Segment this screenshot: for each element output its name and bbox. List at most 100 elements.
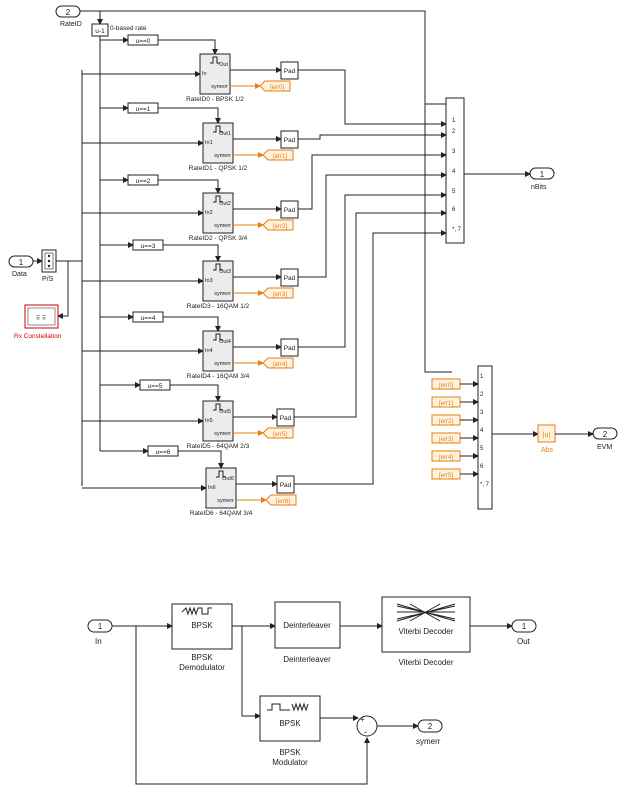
goto-tag-text-4: [err4] [273, 362, 287, 368]
subsystem-out-label-1: Out1 [219, 131, 231, 137]
subsystem-err-label-2: symerr [214, 223, 231, 229]
from-tag-1[interactable]: [err1] [431, 396, 461, 408]
subsystem-name-3: RateID3 - 16QAM 1/2 [187, 303, 250, 310]
svg-text:⠿ ⠿: ⠿ ⠿ [36, 315, 46, 322]
compare-text-6: u==6 [156, 449, 171, 456]
pad-block-3[interactable]: Pad [280, 268, 299, 287]
symerr-out-port[interactable]: 2 symerr [416, 719, 443, 746]
from-tag-3[interactable]: [err3] [431, 432, 461, 444]
switch1-port-6: *, 7 [452, 227, 462, 233]
from-tag-text-4: [err4] [439, 455, 453, 461]
goto-tag-1[interactable]: [err1] [262, 149, 294, 161]
rx-constellation-scope[interactable]: ⠿ ⠿ Rx Constellation [14, 304, 62, 340]
rx-constellation-label: Rx Constellation [14, 333, 62, 340]
compare-to-constant-5[interactable]: u==5 [139, 379, 171, 391]
multiport-switch-nbits[interactable] [440, 97, 465, 244]
compare-to-constant-3[interactable]: u==3 [132, 239, 164, 251]
nbits-outport[interactable]: 1 nBits [529, 167, 555, 191]
deinterleaver-block[interactable]: Deinterleaver Deinterleaver [274, 601, 341, 664]
compare-text-1: u==1 [136, 106, 151, 113]
goto-tag-0[interactable]: [err0] [259, 80, 291, 92]
bpsk-modulator-block[interactable]: BPSK BPSK Modulator [259, 695, 321, 767]
subsystem-out-label-2: Out2 [219, 201, 231, 207]
viterbi-decoder-block[interactable]: Viterbi Decoder Viterbi Decoder [381, 596, 471, 667]
pad-block-2[interactable]: Pad [280, 200, 299, 219]
subsystem-in-label-5: In5 [205, 418, 213, 424]
from-tag-text-0: [err0] [439, 383, 453, 389]
goto-tag-4[interactable]: [err4] [262, 357, 294, 369]
rateid-inport[interactable]: 2 RateID [55, 5, 82, 28]
subsystem-err-label-6: symerr [217, 498, 234, 504]
subsystem-err-label-4: symerr [214, 361, 231, 367]
pad-block-0[interactable]: Pad [280, 61, 299, 80]
deinterleaver-label: Deinterleaver [283, 655, 331, 664]
compare-text-0: u==0 [136, 38, 151, 45]
goto-tag-3[interactable]: [err3] [262, 287, 294, 299]
compare-to-constant-6[interactable]: u==6 [147, 445, 179, 457]
compare-text-3: u==3 [141, 243, 156, 250]
pad-label-5: Pad [280, 415, 292, 422]
nbits-outport-number: 1 [540, 170, 545, 179]
goto-tag-6[interactable]: [err6] [265, 494, 297, 506]
from-tag-4[interactable]: [err4] [431, 450, 461, 462]
ps-label: P/S [42, 276, 54, 283]
bpsk-demod-label-2: Demodulator [179, 663, 225, 672]
evm-outport[interactable]: 2 EVM [592, 427, 618, 451]
subsystem-err-label-5: symerr [214, 431, 231, 437]
ps-block[interactable]: P/S [41, 249, 57, 283]
bpsk-in-port[interactable]: 1 In [87, 619, 113, 646]
pad-label-1: Pad [284, 137, 296, 144]
from-tag-0[interactable]: [err0] [431, 378, 461, 390]
goto-tag-5[interactable]: [err5] [262, 427, 294, 439]
pad-block-1[interactable]: Pad [280, 130, 299, 149]
goto-tag-text-5: [err5] [273, 432, 287, 438]
pad-block-4[interactable]: Pad [280, 338, 299, 357]
abs-symbol: |u| [543, 432, 551, 439]
bpsk-in-port-number: 1 [98, 622, 103, 631]
pad-label-6: Pad [280, 482, 292, 489]
compare-to-constant-1[interactable]: u==1 [127, 102, 159, 114]
goto-tag-2[interactable]: [err2] [262, 219, 294, 231]
goto-tag-text-6: [err6] [276, 499, 290, 505]
subsystem-err-label-3: symerr [214, 291, 231, 297]
data-inport[interactable]: 1 Data [8, 255, 34, 278]
switch2-port-0: 1 [480, 374, 484, 380]
abs-label: Abs [541, 447, 554, 454]
data-inport-label: Data [12, 271, 27, 278]
pad-label-0: Pad [284, 68, 296, 75]
compare-to-constant-0[interactable]: u==0 [127, 34, 159, 46]
from-tag-5[interactable]: [err5] [431, 468, 461, 480]
compare-text-2: u==2 [136, 178, 151, 185]
pad-block-5[interactable]: Pad [276, 408, 295, 427]
bpsk-out-port[interactable]: 1 Out [511, 619, 537, 646]
subsystem-in-label-3: In3 [205, 278, 213, 284]
subsystem-err-label-0: symerr [211, 84, 228, 90]
sum-minus-sign: - [364, 727, 367, 737]
subsystem-name-2: RateID2 - QPSK 3/4 [189, 235, 248, 242]
pad-block-6[interactable]: Pad [276, 475, 295, 494]
rateid-inport-number: 2 [66, 8, 71, 17]
bpsk-demodulator-block[interactable]: BPSK BPSK Demodulator [171, 603, 233, 672]
goto-tag-text-0: [err0] [270, 85, 284, 91]
minus-one-block[interactable]: u-1 [91, 23, 109, 37]
sum-block[interactable]: + - [356, 715, 378, 737]
compare-to-constant-2[interactable]: u==2 [127, 174, 159, 186]
from-tag-2[interactable]: [err2] [431, 414, 461, 426]
compare-to-constant-4[interactable]: u==4 [132, 311, 164, 323]
from-tag-text-1: [err1] [439, 401, 453, 407]
bpsk-mod-inner: BPSK [279, 719, 301, 728]
subsystem-out-label-0: Out [219, 62, 228, 68]
abs-block[interactable]: |u| Abs [537, 424, 556, 454]
